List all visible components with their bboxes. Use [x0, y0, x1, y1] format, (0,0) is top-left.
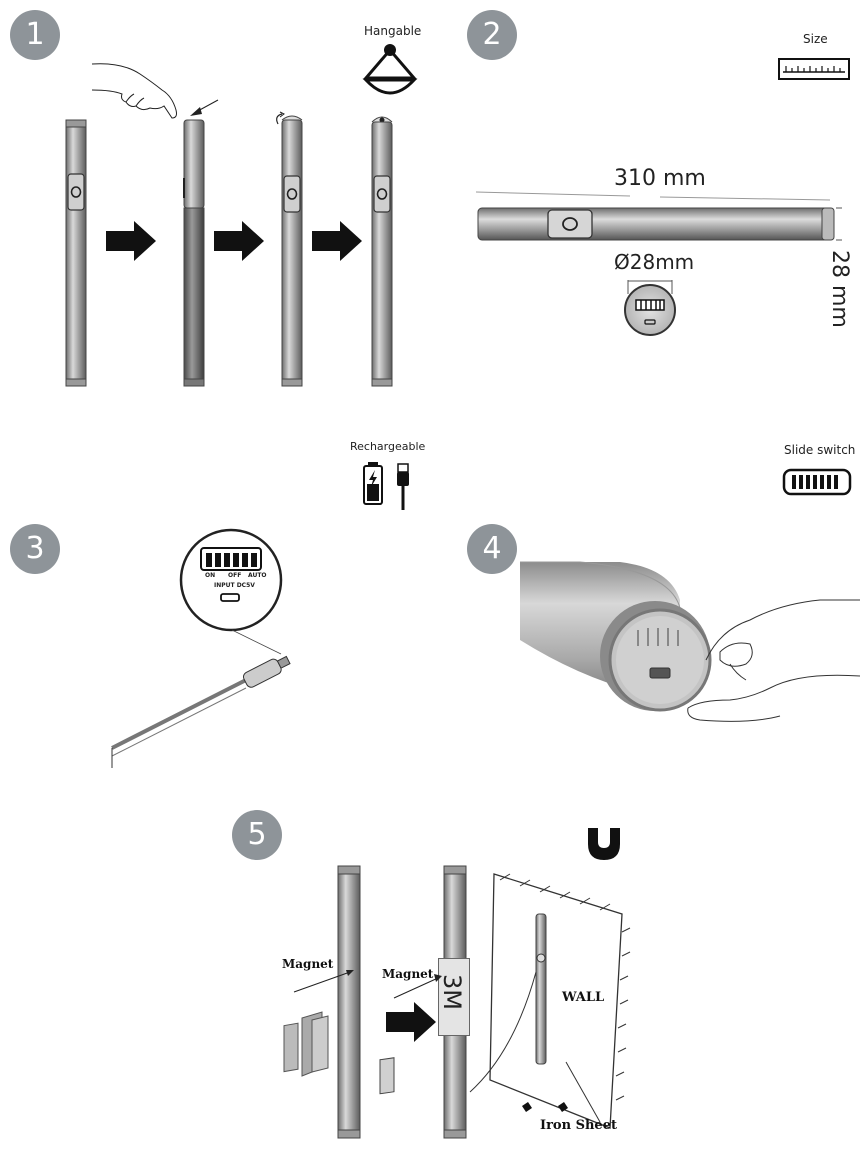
arrow-right-icon	[214, 221, 264, 261]
arrow-right-icon	[386, 1002, 436, 1042]
switch-auto-label: AUTO	[248, 572, 267, 579]
battery-charging-icon	[363, 462, 383, 505]
pointing-hand-icon	[91, 63, 219, 119]
light-tube-side-view	[477, 207, 842, 241]
arrow-right-icon	[312, 221, 362, 261]
light-tube-closed	[65, 119, 87, 387]
magnet-u-icon	[588, 828, 620, 860]
wall-label: WALL	[562, 990, 605, 1005]
port-detail-circle	[179, 528, 283, 655]
height-dimension: 28 mm	[827, 250, 852, 328]
usb-charging-cable	[111, 655, 291, 768]
input-label: INPUT DC5V	[214, 582, 255, 589]
usb-cable-icon	[397, 463, 409, 510]
step-1-badge: 1	[10, 10, 60, 60]
magnet-label-left: Magnet	[282, 957, 334, 971]
arrow-right-icon	[106, 221, 156, 261]
light-tube-cap-removed	[183, 119, 205, 387]
hanging-lamp-icon	[362, 44, 418, 95]
hangable-label: Hangable	[364, 24, 422, 38]
length-dimension: 310 mm	[614, 166, 706, 191]
switch-on-label: ON	[205, 572, 216, 579]
step-3-badge: 3	[10, 524, 60, 574]
step-2-badge: 2	[467, 10, 517, 60]
3m-tape-pad	[438, 958, 470, 1036]
magnetic-bracket	[283, 1011, 329, 1077]
photo-end-cap-switch	[520, 561, 861, 722]
3m-tape-strip	[379, 1057, 395, 1095]
iron-sheet-label: Iron Sheet	[540, 1118, 617, 1133]
slide-switch-label: Slide switch	[784, 443, 856, 457]
length-dimension-line	[475, 191, 831, 201]
magnet-pointer	[393, 974, 442, 999]
end-cap-view	[624, 280, 676, 336]
wall-mount-illustration	[469, 873, 631, 1129]
light-tube-magnet	[337, 865, 361, 1139]
step-4-badge: 4	[467, 524, 517, 574]
step-5-badge: 5	[232, 810, 282, 860]
switch-off-label: OFF	[228, 572, 242, 579]
ruler-icon	[778, 58, 850, 80]
magnet-label-right: Magnet	[382, 967, 434, 981]
light-tube-cap-rotated	[276, 111, 303, 387]
slide-switch-icon	[782, 468, 852, 496]
rechargeable-label: Rechargeable	[350, 440, 426, 453]
magnet-pointer	[293, 970, 354, 993]
diameter-dimension: Ø28mm	[614, 250, 695, 274]
size-label: Size	[803, 32, 828, 46]
light-tube-hangable	[371, 116, 393, 387]
